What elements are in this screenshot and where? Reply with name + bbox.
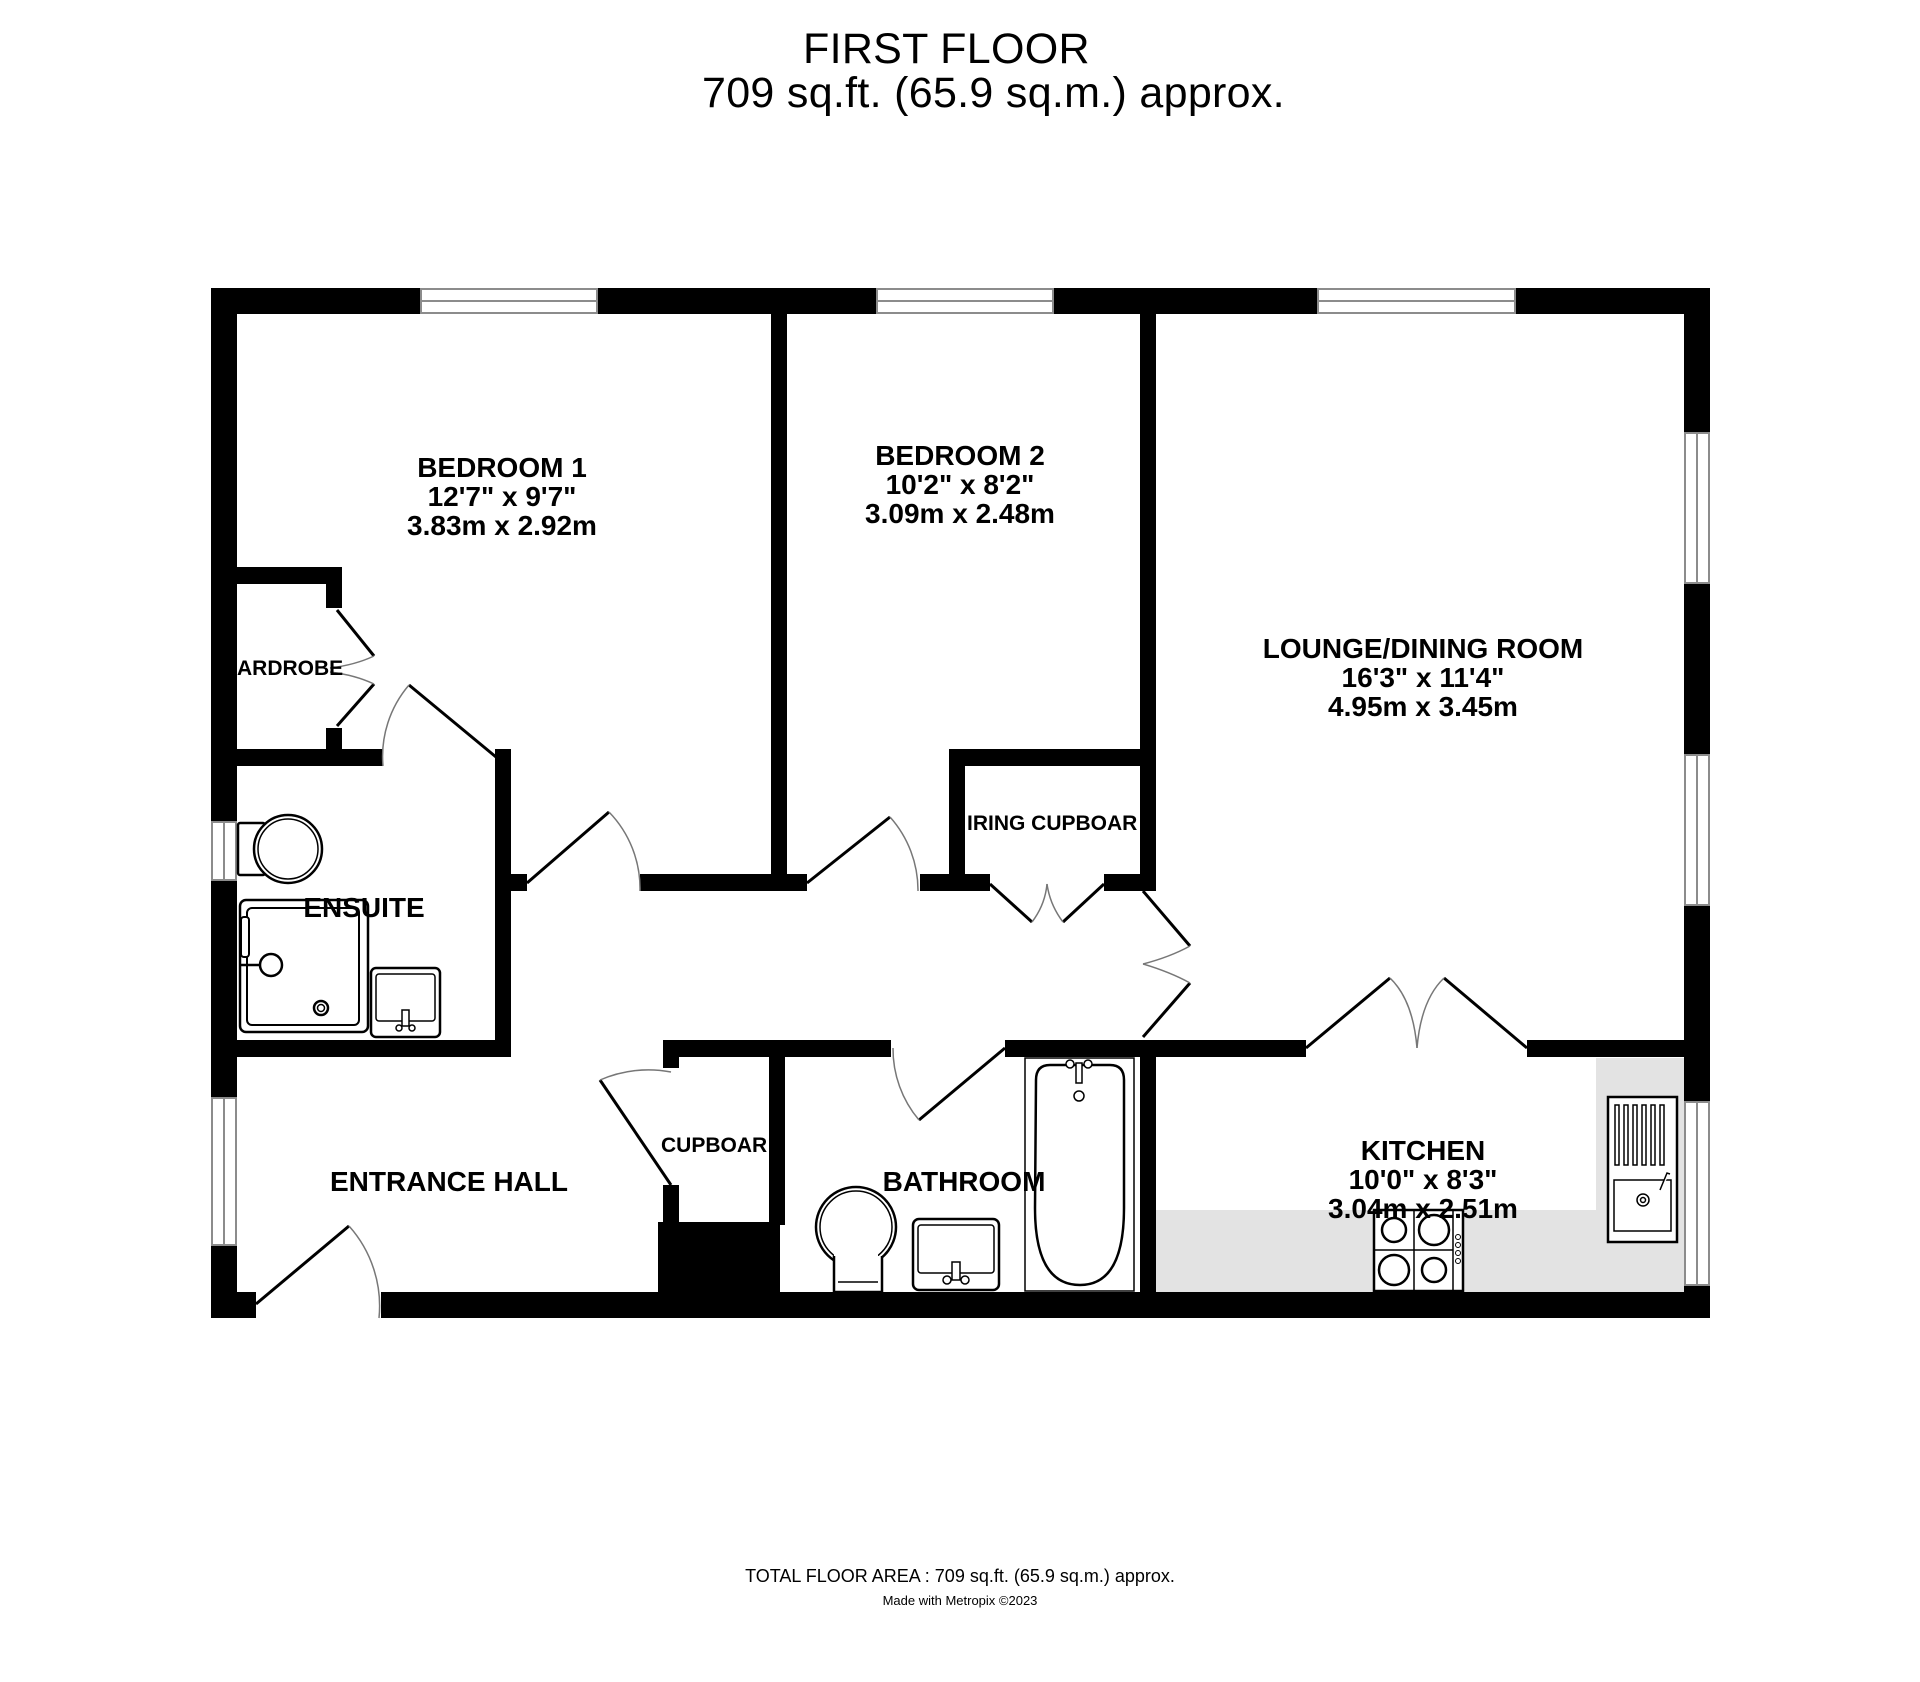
window-lounge-right-2 bbox=[1684, 754, 1710, 906]
room-name: BATHROOM bbox=[882, 1166, 1046, 1197]
room-name: LOUNGE/DINING ROOM bbox=[1262, 633, 1584, 664]
room-dims-metric: 3.04m x 2.51m bbox=[1328, 1193, 1518, 1224]
window-lounge-right-1 bbox=[1684, 432, 1710, 584]
window-hall bbox=[211, 1097, 237, 1246]
door-entrance bbox=[255, 1224, 381, 1319]
room-bedroom-2: BEDROOM 2 10'2" x 8'2" 3.09m x 2.48m bbox=[865, 441, 1055, 528]
room-lounge-dining: LOUNGE/DINING ROOM 16'3" x 11'4" 4.95m x… bbox=[1263, 634, 1583, 721]
room-cupboard: CUPBOAR bbox=[661, 1134, 768, 1157]
door-ensuite bbox=[381, 683, 497, 767]
kitchen-sink-icon bbox=[1606, 1095, 1679, 1244]
windows bbox=[211, 288, 1710, 1286]
window-kitchen bbox=[1684, 1101, 1710, 1286]
room-airing-cupboard: IRING CUPBOAR bbox=[967, 812, 1138, 835]
room-entrance-hall: ENTRANCE HALL bbox=[330, 1167, 568, 1196]
door-cupboard bbox=[598, 1069, 673, 1186]
floor-area: 709 sq.ft. (65.9 sq.m.) approx. bbox=[702, 69, 1285, 117]
door-airing-cupboard bbox=[988, 882, 1106, 924]
door-bedroom1 bbox=[526, 810, 641, 892]
room-name: ENSUITE bbox=[303, 892, 425, 923]
window-bedroom2 bbox=[876, 288, 1054, 314]
room-bathroom: BATHROOM bbox=[883, 1167, 1046, 1196]
room-wardrobe: ARDROBE bbox=[237, 657, 344, 680]
bathroom-toilet-icon bbox=[814, 1185, 898, 1294]
room-name: KITCHEN bbox=[1360, 1135, 1486, 1166]
floor-title: FIRST FLOOR bbox=[803, 25, 1090, 73]
bathroom-basin-icon bbox=[911, 1217, 1001, 1292]
door-kitchen-double bbox=[1305, 976, 1528, 1050]
outer-walls bbox=[211, 288, 1710, 1318]
ensuite-shower-icon bbox=[238, 898, 370, 1034]
room-dims-metric: 3.83m x 2.92m bbox=[407, 510, 597, 541]
room-name: ENTRANCE HALL bbox=[330, 1166, 568, 1197]
doors bbox=[255, 609, 1528, 1319]
credit: Made with Metropix ©2023 bbox=[882, 1593, 1038, 1608]
bathroom-bath-icon bbox=[1024, 1057, 1135, 1292]
room-dims-imperial: 10'2" x 8'2" bbox=[885, 469, 1035, 500]
internal-walls bbox=[237, 314, 1684, 1318]
room-dims-imperial: 12'7" x 9'7" bbox=[427, 481, 577, 512]
room-name: BEDROOM 1 bbox=[417, 452, 587, 483]
room-dims-imperial: 16'3" x 11'4" bbox=[1341, 662, 1505, 693]
ensuite-basin-icon bbox=[369, 966, 442, 1039]
total-floor-area: TOTAL FLOOR AREA : 709 sq.ft. (65.9 sq.m… bbox=[745, 1566, 1175, 1586]
kitchen-hob-icon bbox=[1372, 1208, 1465, 1293]
room-kitchen: KITCHEN 10'0" x 8'3" 3.04m x 2.51m bbox=[1328, 1136, 1518, 1223]
window-lounge-top bbox=[1317, 288, 1516, 314]
room-name: BEDROOM 2 bbox=[875, 440, 1045, 471]
door-wardrobe bbox=[329, 609, 376, 727]
door-bathroom bbox=[892, 1046, 1006, 1122]
window-bedroom1 bbox=[420, 288, 598, 314]
window-ensuite bbox=[211, 821, 237, 881]
room-dims-metric: 4.95m x 3.45m bbox=[1328, 691, 1518, 722]
room-dims-metric: 3.09m x 2.48m bbox=[865, 498, 1055, 529]
ensuite-toilet-icon bbox=[236, 813, 324, 885]
room-bedroom-1: BEDROOM 1 12'7" x 9'7" 3.83m x 2.92m bbox=[407, 453, 597, 540]
door-bedroom2 bbox=[806, 815, 919, 892]
room-dims-imperial: 10'0" x 8'3" bbox=[1348, 1164, 1498, 1195]
room-ensuite: ENSUITE bbox=[303, 893, 424, 922]
door-lounge-hall bbox=[1141, 890, 1192, 1038]
